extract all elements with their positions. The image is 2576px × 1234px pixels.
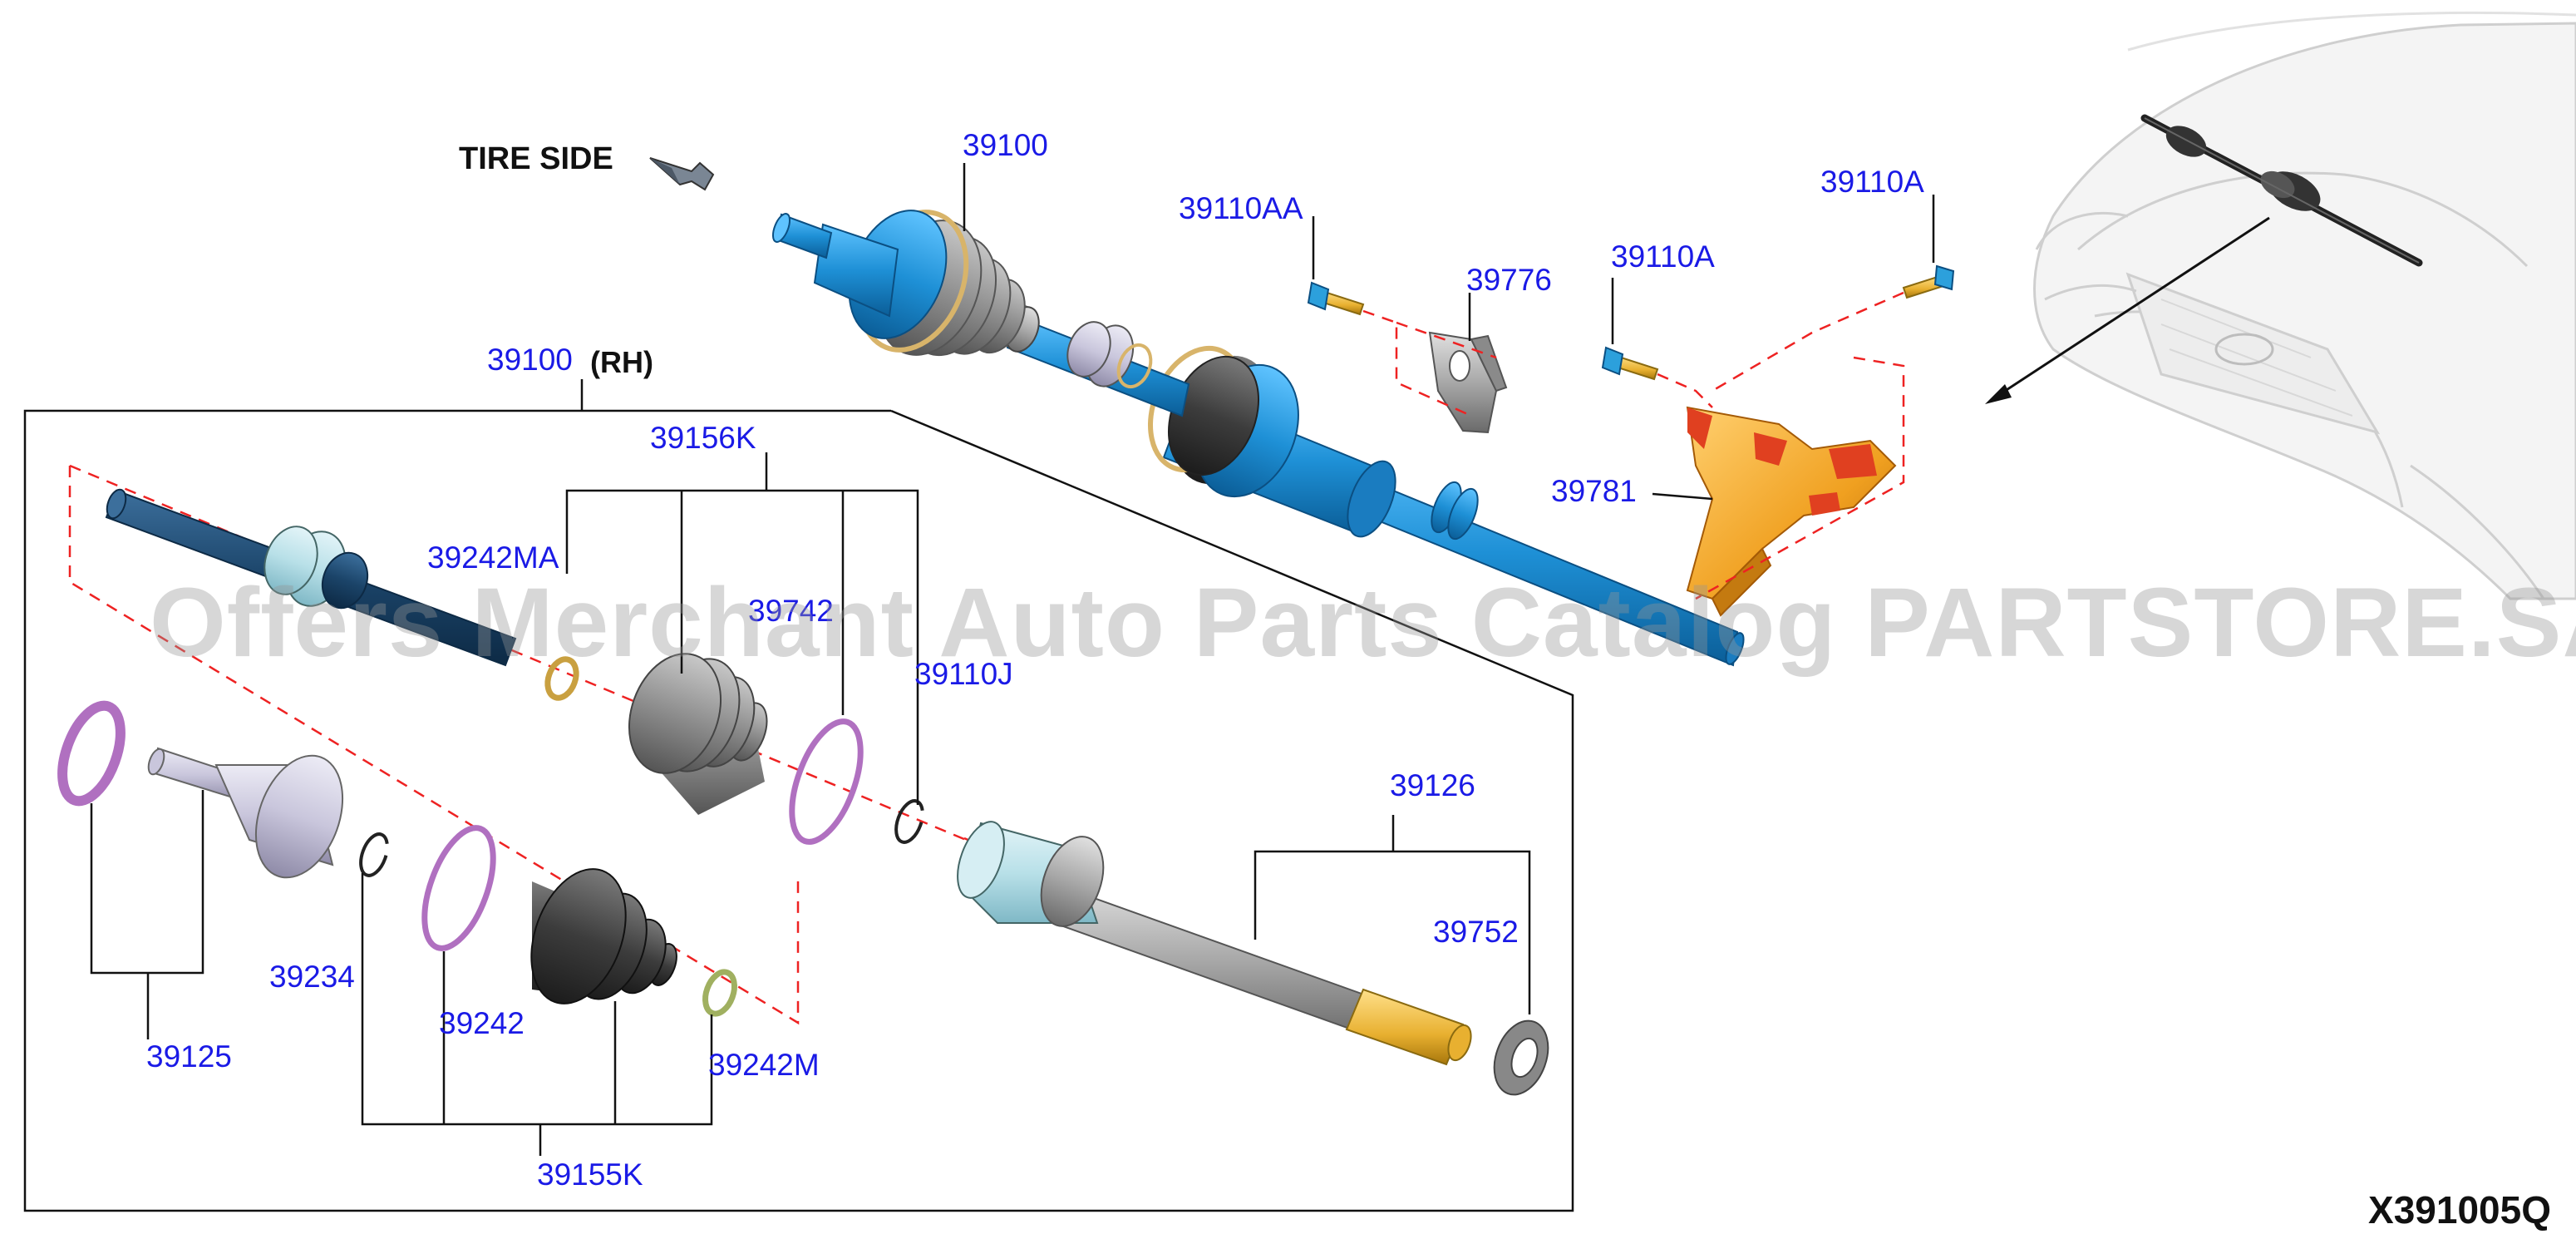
clamp-ring-39242 xyxy=(421,825,496,951)
vehicle-shaft-thumbnail xyxy=(2140,114,2423,267)
snap-ring-39234 xyxy=(359,832,389,877)
callout-39242M[interactable]: 39242M xyxy=(708,1048,820,1082)
callout-39242MA[interactable]: 39242MA xyxy=(427,540,559,575)
callout-39110AA[interactable]: 39110AA xyxy=(1179,191,1303,225)
callout-39110A-left[interactable]: 39110A xyxy=(1611,239,1715,274)
callout-39776[interactable]: 39776 xyxy=(1466,263,1552,297)
clamp-ring-39742 xyxy=(789,718,864,845)
location-arrow xyxy=(1985,216,2270,404)
boot-39155K xyxy=(530,868,677,1004)
driveshaft-assembly-upper xyxy=(771,210,1745,667)
callout-39110J[interactable]: 39110J xyxy=(914,657,1013,691)
orientation-label: TIRE SIDE xyxy=(459,141,613,176)
diagram-id: X391005Q xyxy=(2368,1188,2551,1232)
callout-39752[interactable]: 39752 xyxy=(1433,915,1519,949)
assembly-side: (RH) xyxy=(590,345,653,379)
callout-39100-upper[interactable]: 39100 xyxy=(963,128,1048,162)
bolt-39110AA xyxy=(1307,281,1365,316)
callout-39781[interactable]: 39781 xyxy=(1551,474,1637,508)
callout-39155K[interactable]: 39155K xyxy=(537,1157,643,1192)
boot-39742 xyxy=(628,653,768,815)
plate-39776 xyxy=(1428,331,1508,434)
bracket-39781 xyxy=(1686,406,1897,617)
watermark: Offers Merchant Auto Parts Catalog PARTS… xyxy=(150,568,2576,678)
callout-39125[interactable]: 39125 xyxy=(146,1039,232,1074)
leader-lines xyxy=(90,163,1935,1156)
guide-lines-upper xyxy=(1362,291,1905,600)
callout-39110A-right[interactable]: 39110A xyxy=(1820,165,1924,199)
callout-39156K[interactable]: 39156K xyxy=(650,421,756,455)
assembly-box xyxy=(23,379,1574,1212)
callout-39234[interactable]: 39234 xyxy=(269,960,355,994)
callout-39126[interactable]: 39126 xyxy=(1390,768,1475,802)
callout-assembly-part[interactable]: 39100 xyxy=(487,343,573,377)
bolt-39110A-right xyxy=(1902,264,1955,299)
outer-joint-39125 xyxy=(57,700,344,879)
washer-39752 xyxy=(1493,1019,1549,1096)
vehicle-sketch xyxy=(2033,11,2576,600)
bolt-39110A-left xyxy=(1601,346,1659,381)
inner-shaft-39156K xyxy=(105,488,517,667)
clamp-39242MA xyxy=(544,656,579,701)
callout-39742[interactable]: 39742 xyxy=(748,594,834,628)
tire-side-arrow-icon xyxy=(649,157,715,191)
callout-39242[interactable]: 39242 xyxy=(439,1006,525,1040)
inner-housing-39126 xyxy=(957,821,1472,1066)
clamp-39242M xyxy=(702,969,737,1017)
